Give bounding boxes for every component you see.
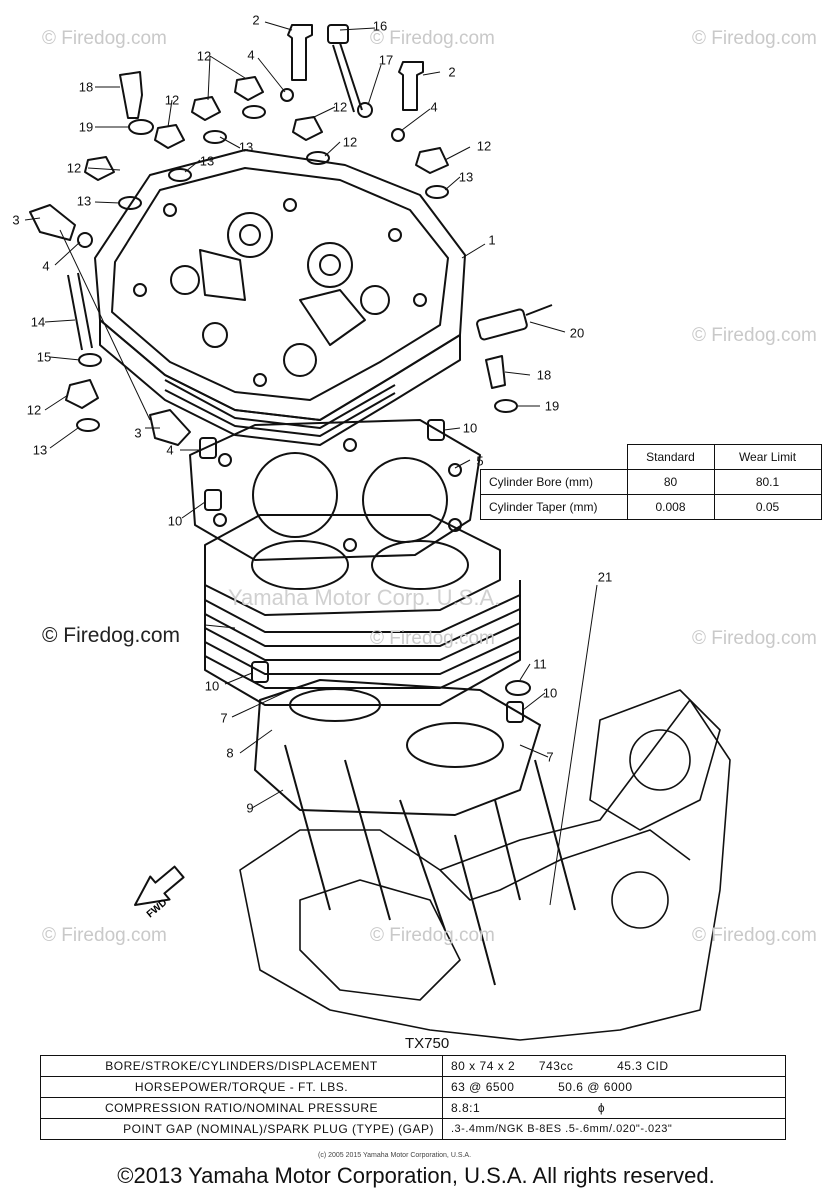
callout-number: 13 <box>76 193 92 209</box>
callout-number: 4 <box>430 99 438 115</box>
callout-number: 4 <box>247 47 255 63</box>
callout-number: 19 <box>544 398 560 414</box>
engine-spec-values: 80 x 74 x 2 743cc 45.3 CID <box>442 1055 786 1077</box>
diagram-watermark: Yamaha Motor Corp. U.S.A. <box>228 585 500 610</box>
small-copyright: (c) 2005 2015 Yamaha Motor Corporation, … <box>318 1152 472 1159</box>
callout-number: 12 <box>66 160 82 176</box>
cylinder-block <box>204 514 521 706</box>
crankcase <box>239 689 731 1041</box>
spec-row-label: Cylinder Bore (mm) <box>480 469 628 495</box>
engine-spec-label: COMPRESSION RATIO/NOMINAL PRESSURE <box>40 1097 443 1119</box>
engine-spec-values: 8.8:1 ϕ <box>442 1097 786 1119</box>
callout-number: 10 <box>542 685 558 701</box>
spec-standard-value: 0.008 <box>626 494 715 520</box>
callout-number: 10 <box>204 678 220 694</box>
cylinder-spec-table: Standard Wear Limit Cylinder Bore (mm) 8… <box>480 444 822 520</box>
callout-number: 21 <box>597 569 613 585</box>
engine-spec-value: ϕ <box>597 1101 606 1115</box>
callout-number: 5 <box>476 453 484 469</box>
callout-number: 15 <box>36 349 52 365</box>
callout-number: 3 <box>12 212 20 228</box>
callout-number: 4 <box>42 258 50 274</box>
spec-limit-value: 0.05 <box>713 494 822 520</box>
callout-number: 2 <box>252 12 260 28</box>
watermark: © Firedog.com <box>370 925 495 946</box>
spec-header-wear-limit: Wear Limit <box>713 444 822 470</box>
callout-number: 14 <box>30 314 46 330</box>
copyright-notice: ©2013 Yamaha Motor Corporation, U.S.A. A… <box>117 1163 715 1188</box>
watermark: © Firedog.com <box>692 325 817 346</box>
watermark: © Firedog.com <box>692 28 817 49</box>
cylinder-head <box>94 149 466 446</box>
head-gasket <box>189 419 481 561</box>
callout-number: 12 <box>332 99 348 115</box>
engine-spec-label: POINT GAP (NOMINAL)/SPARK PLUG (TYPE) (G… <box>40 1118 443 1140</box>
engine-spec-value: 8.8:1 <box>451 1101 481 1115</box>
watermark: © Firedog.com <box>370 628 495 649</box>
callout-number: 12 <box>196 48 212 64</box>
watermark-dark: © Firedog.com <box>42 624 181 647</box>
callout-number: 16 <box>372 18 388 34</box>
callout-number: 10 <box>167 513 183 529</box>
callout-number: 11 <box>533 656 547 672</box>
leader-lines <box>24 21 598 906</box>
model-label: TX750 <box>405 1035 450 1052</box>
engine-spec-value: 743cc <box>538 1059 574 1073</box>
watermark: © Firedog.com <box>692 925 817 946</box>
callout-number: 9 <box>246 800 254 816</box>
spec-row-label: Cylinder Taper (mm) <box>480 494 628 520</box>
callout-number: 4 <box>166 442 174 458</box>
spec-standard-value: 80 <box>626 469 715 495</box>
callout-number: 7 <box>546 749 554 765</box>
watermark: © Firedog.com <box>370 28 495 49</box>
watermark: © Firedog.com <box>42 28 167 49</box>
engine-spec-label: HORSEPOWER/TORQUE - FT. LBS. <box>40 1076 443 1098</box>
callout-number: 17 <box>378 52 394 68</box>
callout-number: 20 <box>569 325 585 341</box>
base-gasket <box>254 679 541 816</box>
callout-number: 3 <box>134 425 142 441</box>
callout-number: 1 <box>488 232 496 248</box>
callout-number: 8 <box>226 745 234 761</box>
fwd-arrow <box>134 865 185 906</box>
engine-spec-value: .3-.4mm/NGK B-8ES .5-.6mm/.020"-.023" <box>442 1118 786 1140</box>
callout-number: 12 <box>476 138 492 154</box>
engine-spec-value: 63 @ 6500 <box>451 1080 515 1094</box>
callout-number: 13 <box>32 442 48 458</box>
watermark: © Firedog.com <box>692 628 817 649</box>
engine-spec-values: 63 @ 6500 50.6 @ 6000 <box>442 1076 786 1098</box>
callout-number: 12 <box>164 92 180 108</box>
callout-number: 13 <box>199 153 215 169</box>
callout-number: 18 <box>536 367 552 383</box>
callout-number: 10 <box>462 420 478 436</box>
callout-number: 7 <box>220 710 228 726</box>
engine-spec-value: 45.3 CID <box>617 1059 669 1073</box>
callout-number: 19 <box>78 119 94 135</box>
callout-number: 12 <box>26 402 42 418</box>
callout-number: 13 <box>458 169 474 185</box>
engine-spec-value: 50.6 @ 6000 <box>558 1080 633 1094</box>
callout-number: 12 <box>342 134 358 150</box>
callout-number: 18 <box>78 79 94 95</box>
engine-spec-value: 80 x 74 x 2 <box>451 1059 516 1073</box>
callout-number: 2 <box>448 64 456 80</box>
watermark: © Firedog.com <box>42 925 167 946</box>
engine-spec-label: BORE/STROKE/CYLINDERS/DISPLACEMENT <box>40 1055 443 1077</box>
fasteners <box>29 24 553 723</box>
callout-number: 13 <box>238 139 254 155</box>
engine-spec-table: BORE/STROKE/CYLINDERS/DISPLACEMENT 80 x … <box>40 1055 786 1140</box>
spec-header-standard: Standard <box>626 444 715 470</box>
spec-limit-value: 80.1 <box>713 469 822 495</box>
cylinder-studs <box>284 744 576 986</box>
